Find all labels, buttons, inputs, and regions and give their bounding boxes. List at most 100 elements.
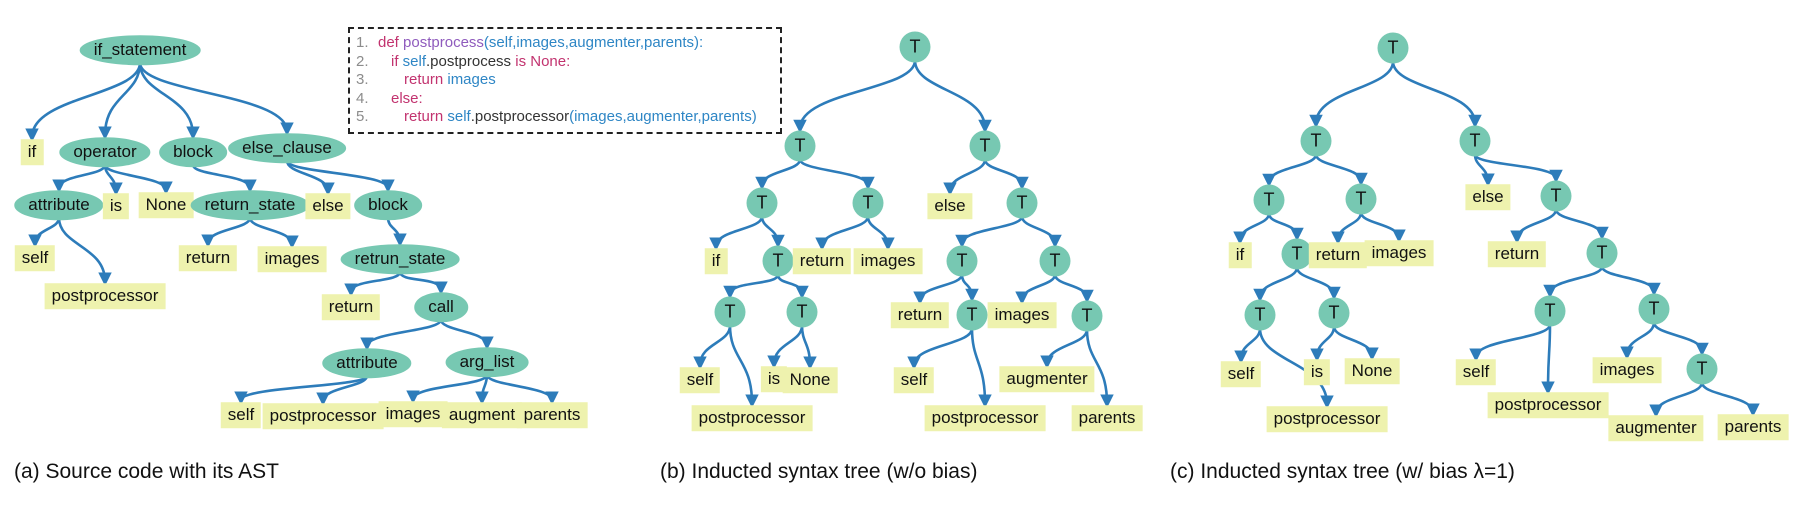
tree-c-branch-t: T: [1253, 184, 1285, 216]
code-line: 5.return self.postprocessor(images,augme…: [356, 108, 774, 127]
tree-b-branch-t: T: [956, 299, 988, 331]
code-token: .postprocessor: [470, 108, 570, 126]
tree-c-branch-t: T: [1638, 293, 1670, 325]
code-token: def: [378, 34, 404, 51]
tree-edge: [755, 158, 802, 191]
tree-b-branch-t: T: [784, 130, 816, 162]
tree-edge: [793, 59, 917, 134]
code-token: return: [404, 108, 448, 126]
tree-edge: [248, 216, 299, 249]
tree-edge: [1233, 212, 1271, 245]
tree-c-branch-t: T: [1686, 353, 1718, 385]
tree-edge: [1510, 208, 1558, 244]
tree-edge: [1332, 325, 1379, 361]
tree-edge: [1649, 381, 1704, 418]
tree-edge: [1652, 321, 1709, 357]
tree-edge: [1469, 323, 1552, 362]
tree-c-branch-t: T: [1459, 125, 1491, 157]
tree-edge: [1541, 323, 1555, 395]
tree-edge: [983, 158, 1029, 191]
tree-b-leaf-if: if: [704, 248, 728, 274]
code-token: .postprocess: [426, 52, 516, 70]
code-line-number: 2.: [356, 52, 369, 70]
tree-c-branch-t: T: [1281, 238, 1313, 270]
tree-b-leaf-parents: parents: [1071, 405, 1143, 431]
code-token: is None:: [515, 52, 571, 70]
tree-a-leaf-augment: augment: [441, 402, 523, 428]
tree-a-branch-call: call: [414, 292, 468, 322]
code-line: 2.if self.postprocess is None:: [356, 53, 774, 72]
tree-edge: [191, 163, 257, 193]
tree-edge: [98, 61, 142, 140]
tree-b-branch-t: T: [786, 296, 818, 328]
tree-edge: [344, 270, 402, 297]
code-token: return: [404, 71, 448, 89]
tree-a-branch-operator: operator: [59, 137, 151, 167]
tree-c-leaf-is: is: [1303, 359, 1331, 385]
tree-a-leaf-postprocessor: postprocessor: [44, 283, 166, 309]
tree-a-leaf-images: images: [378, 401, 448, 427]
tree-edge: [406, 373, 489, 404]
tree-edge: [866, 215, 895, 251]
tree-edge: [1040, 328, 1089, 369]
tree-edge: [1053, 273, 1094, 304]
tree-c-leaf-images: images: [1592, 357, 1662, 383]
code-token: (self,images,augmenter,parents):: [483, 34, 704, 51]
tree-edge: [485, 373, 559, 405]
tree-a-branch-retrun-state: retrun_state: [340, 244, 460, 274]
tree-b-branch-t: T: [762, 245, 794, 277]
tree-edge: [1473, 153, 1563, 184]
tree-a-leaf-if: if: [20, 139, 44, 165]
tree-edge: [201, 216, 252, 248]
caption-panel-a: (a) Source code with its AST: [14, 460, 279, 483]
tree-edge: [709, 215, 764, 251]
tree-a-leaf-self: self: [14, 245, 56, 271]
tree-edge: [798, 158, 875, 191]
code-line: 3.return images: [356, 71, 774, 90]
tree-a-branch-return-state: return_state: [190, 190, 310, 220]
tree-edge: [767, 324, 804, 369]
code-line-number: 4.: [356, 89, 369, 107]
code-line-number: 1.: [356, 34, 369, 51]
tree-c-branch-t: T: [1540, 180, 1572, 212]
tree-edge: [1359, 211, 1406, 243]
code-line-number: 5.: [356, 108, 369, 126]
tree-edge: [1600, 265, 1661, 297]
tree-a-leaf-images: images: [257, 246, 327, 272]
tree-c-branch-t: T: [1345, 183, 1377, 215]
tree-c-branch-t: T: [1586, 237, 1618, 269]
tree-edge: [1253, 266, 1299, 303]
tree-edge: [960, 273, 979, 303]
tree-a-leaf-return: return: [178, 245, 238, 271]
tree-edge: [728, 324, 759, 408]
tree-edge: [1234, 327, 1262, 364]
tree-edge: [234, 374, 369, 405]
tree-a-leaf-self: self: [220, 402, 262, 428]
tree-c-leaf-self: self: [1455, 359, 1497, 385]
code-line: 1.def postprocess(self,images,augmenter,…: [356, 34, 774, 53]
tree-edge: [913, 273, 964, 305]
tree-edge: [776, 273, 809, 300]
code-token: self: [447, 108, 471, 126]
code-token: if: [391, 52, 403, 70]
tree-b-branch-t: T: [714, 296, 746, 328]
tree-c-leaf-return: return: [1487, 241, 1547, 267]
tree-edge: [1554, 208, 1609, 241]
caption-panel-b: (b) Inducted syntax tree (w/o bias): [660, 460, 978, 483]
tree-edge: [57, 216, 112, 286]
tree-edge: [970, 327, 992, 408]
caption-panel-c: (c) Inducted syntax tree (w/ bias λ=1): [1170, 460, 1515, 483]
tree-b-branch-t: T: [1006, 187, 1038, 219]
tree-edge: [1700, 381, 1760, 417]
tree-edge: [1262, 153, 1318, 188]
tree-edge: [138, 61, 200, 140]
tree-b-branch-t: T: [899, 31, 931, 63]
tree-edge: [1314, 153, 1368, 187]
code-line-number: 3.: [356, 71, 369, 89]
tree-b-branch-t: T: [1039, 245, 1071, 277]
tree-edge: [1267, 212, 1304, 242]
tree-edge: [1391, 60, 1482, 129]
tree-edge: [439, 318, 494, 350]
tree-edge: [1020, 215, 1062, 249]
